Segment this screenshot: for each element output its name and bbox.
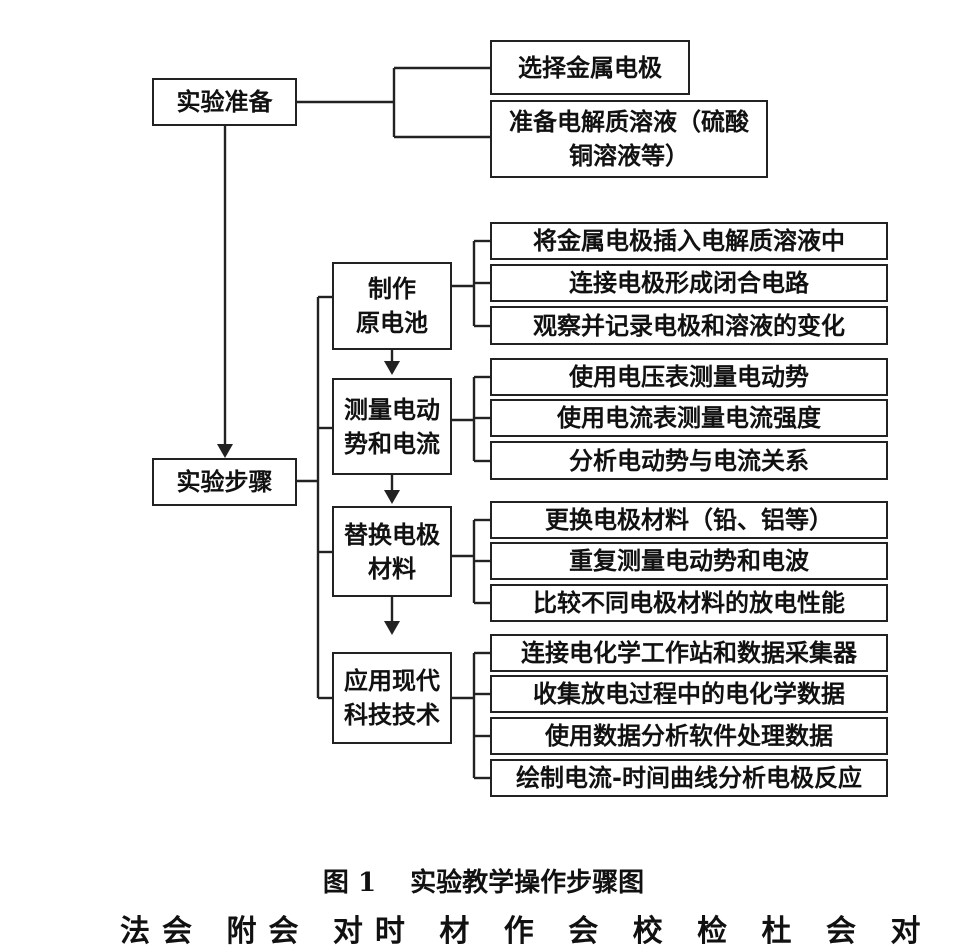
stage-3-line1: 替换电极 — [344, 520, 440, 549]
stage-4-child-4-label: 绘制电流-时间曲线分析电极反应 — [516, 764, 862, 792]
prep-child-2: 准备电解质溶液（硫酸铜溶液等） — [490, 100, 768, 178]
stage-4-child-2-label: 收集放电过程中的电化学数据 — [533, 680, 845, 708]
figure-title: 实验教学操作步骤图 — [410, 868, 645, 898]
cut-off-text: 法会 附会 对时 材 作 会 校 检 杜 会 对 — [120, 914, 933, 949]
stage-4-line2: 科技技术 — [344, 701, 440, 729]
stage-2-child-1: 使用电压表测量电动势 — [490, 358, 888, 396]
stage-3-child-2-label: 重复测量电动势和电波 — [569, 547, 809, 575]
stage-3-child-3: 比较不同电极材料的放电性能 — [490, 584, 888, 622]
prep-label: 实验准备 — [176, 88, 273, 116]
stage-4-child-1-label: 连接电化学工作站和数据采集器 — [521, 639, 857, 667]
stage-1-child-1-label: 将金属电极插入电解质溶液中 — [533, 227, 845, 255]
stage-box-2: 测量电动 势和电流 — [332, 378, 452, 475]
stage-2-line1: 测量电动 — [344, 395, 440, 424]
stage-4-child-4: 绘制电流-时间曲线分析电极反应 — [490, 759, 888, 797]
stage-2-line2: 势和电流 — [344, 429, 440, 458]
prep-box: 实验准备 — [152, 78, 297, 126]
prep-child-1-label: 选择金属电极 — [518, 53, 662, 82]
stage-1-line2: 原电池 — [356, 309, 428, 337]
stage-1-child-3: 观察并记录电极和溶液的变化 — [490, 306, 888, 345]
steps-label: 实验步骤 — [176, 468, 273, 496]
stage-4-line1: 应用现代 — [344, 667, 440, 695]
connector-lines — [217, 66, 490, 780]
stage-1-child-2-label: 连接电极形成闭合电路 — [569, 269, 809, 297]
stage-4-child-3-label: 使用数据分析软件处理数据 — [545, 722, 833, 750]
stage-1-child-3-label: 观察并记录电极和溶液的变化 — [533, 311, 845, 340]
stage-3-child-2: 重复测量电动势和电波 — [490, 542, 888, 580]
prep-child-2-label: 准备电解质溶液（硫酸铜溶液等） — [509, 108, 749, 170]
prep-child-1: 选择金属电极 — [490, 40, 690, 95]
stage-box-3: 替换电极 材料 — [332, 506, 452, 597]
stage-2-child-1-label: 使用电压表测量电动势 — [569, 363, 809, 391]
stage-1-line1: 制作 — [368, 275, 416, 303]
stage-4-child-2: 收集放电过程中的电化学数据 — [490, 675, 888, 713]
stage-3-line2: 材料 — [368, 554, 416, 583]
figure-caption: 图 1 实验教学操作步骤图 — [0, 862, 967, 899]
stage-2-child-3-label: 分析电动势与电流关系 — [569, 446, 809, 475]
stage-4-child-3: 使用数据分析软件处理数据 — [490, 717, 888, 755]
stage-3-child-1-label: 更换电极材料（铅、铝等） — [545, 506, 833, 534]
stage-box-1: 制作 原电池 — [332, 262, 452, 350]
steps-box: 实验步骤 — [152, 458, 297, 506]
stage-2-child-3: 分析电动势与电流关系 — [490, 441, 888, 480]
figure-number: 图 1 — [322, 868, 377, 898]
stage-box-4: 应用现代 科技技术 — [332, 652, 452, 744]
stage-4-child-1: 连接电化学工作站和数据采集器 — [490, 634, 888, 672]
stage-3-child-3-label: 比较不同电极材料的放电性能 — [533, 589, 845, 617]
stage-2-child-2-label: 使用电流表测量电流强度 — [557, 404, 821, 432]
stage-2-child-2: 使用电流表测量电流强度 — [490, 399, 888, 437]
stage-3-child-1: 更换电极材料（铅、铝等） — [490, 501, 888, 539]
stage-1-child-1: 将金属电极插入电解质溶液中 — [490, 222, 888, 260]
stage-1-child-2: 连接电极形成闭合电路 — [490, 264, 888, 302]
